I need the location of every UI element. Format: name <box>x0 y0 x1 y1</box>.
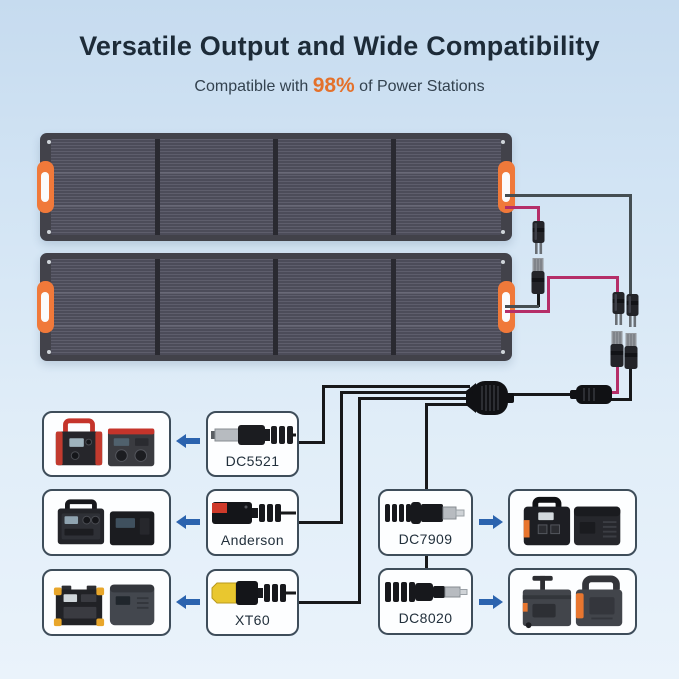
mc4-connector-icon <box>612 292 625 325</box>
wire-output-black-h <box>606 398 632 401</box>
wire-dc7909-v <box>425 403 428 491</box>
wire-panel2-magenta-h1 <box>505 310 550 313</box>
panel-handle-left <box>37 281 54 333</box>
wire-dc5521-h2 <box>297 441 325 444</box>
wire-output-magenta-v <box>616 364 619 394</box>
right-arrow-icon <box>479 515 503 529</box>
connector-card-anderson: Anderson <box>206 489 299 556</box>
left-arrow-icon <box>176 515 200 529</box>
wire-dc5521-h1 <box>322 385 470 388</box>
connector-label: DC7909 <box>398 531 453 547</box>
power-station-icon <box>53 584 154 626</box>
wire-panel2-magenta-v2 <box>616 276 619 295</box>
panel-handle-right <box>498 161 515 213</box>
connector-label: DC8020 <box>398 610 453 626</box>
solar-panel-2 <box>37 253 515 361</box>
xt60-plug-icon <box>211 581 296 605</box>
subtitle: Compatible with 98% of Power Stations <box>0 74 679 99</box>
device-card-xt60 <box>42 569 171 636</box>
dc7909-plug-icon <box>384 502 464 524</box>
wire-xt60-h2 <box>297 601 361 604</box>
subtitle-highlight: 98% <box>312 74 355 97</box>
wire-panel1-magenta-v <box>537 206 540 223</box>
connector-card-dc8020: DC8020 <box>378 568 473 635</box>
power-station-icon <box>57 498 154 545</box>
device-card-anderson <box>42 489 171 556</box>
wire-anderson-h2 <box>297 521 343 524</box>
subtitle-prefix: Compatible with <box>194 78 313 95</box>
solar-panel-1 <box>37 133 515 241</box>
connector-card-dc5521: DC5521 <box>206 411 299 477</box>
wire-xt60-h1 <box>358 397 470 400</box>
wire-output-magenta-h <box>606 391 619 394</box>
mc4-connector-icon <box>532 221 545 254</box>
mc4-connector-icon <box>610 331 624 367</box>
wire-dc7909-h <box>425 403 470 406</box>
cable-splitter-icon <box>466 381 514 415</box>
connector-card-dc7909: DC7909 <box>378 489 473 556</box>
device-card-dc8020 <box>508 568 637 635</box>
mc4-connector-icon <box>626 294 639 327</box>
right-arrow-icon <box>479 595 503 609</box>
dc5521-plug-icon <box>210 424 296 445</box>
wire-dc7909-dc8020 <box>425 554 428 570</box>
left-arrow-icon <box>176 434 200 448</box>
wire-link-stub <box>537 292 540 307</box>
connector-label: DC5521 <box>225 452 280 469</box>
wire-output-black-v <box>629 366 632 401</box>
wire-panel1-magenta-h <box>505 206 540 209</box>
anderson-plug-icon <box>211 502 296 524</box>
wire-dc5521-v <box>322 385 325 444</box>
wire-panel1-dark-v <box>629 194 632 296</box>
device-card-dc5521 <box>42 411 171 477</box>
mc4-connector-icon <box>531 258 545 294</box>
wire-xt60-v <box>358 397 361 604</box>
panel-handle-left <box>37 161 54 213</box>
wire-anderson-v <box>340 391 343 524</box>
subtitle-suffix: of Power Stations <box>354 78 485 95</box>
left-arrow-icon <box>176 595 200 609</box>
wire-panel1-dark-h <box>505 194 632 197</box>
connector-card-xt60: XT60 <box>206 569 299 636</box>
device-card-dc7909 <box>508 489 637 556</box>
page-title: Versatile Output and Wide Compatibility <box>79 31 600 61</box>
dc8020-plug-icon <box>384 582 467 602</box>
mc4-connector-icon <box>624 333 638 369</box>
wire-panel2-magenta-h2 <box>547 276 619 279</box>
connector-label: XT60 <box>234 612 271 628</box>
wire-anderson-h1 <box>340 391 470 394</box>
power-station-icon <box>55 418 154 467</box>
dc-adapter-icon <box>570 385 612 404</box>
wire-panel2-dark-h <box>505 305 539 308</box>
wire-panel2-magenta-v1 <box>547 276 550 313</box>
power-station-icon <box>522 574 622 628</box>
connector-label: Anderson <box>220 532 285 548</box>
wire-adapter-splitter <box>509 393 573 396</box>
power-station-icon <box>523 496 620 545</box>
